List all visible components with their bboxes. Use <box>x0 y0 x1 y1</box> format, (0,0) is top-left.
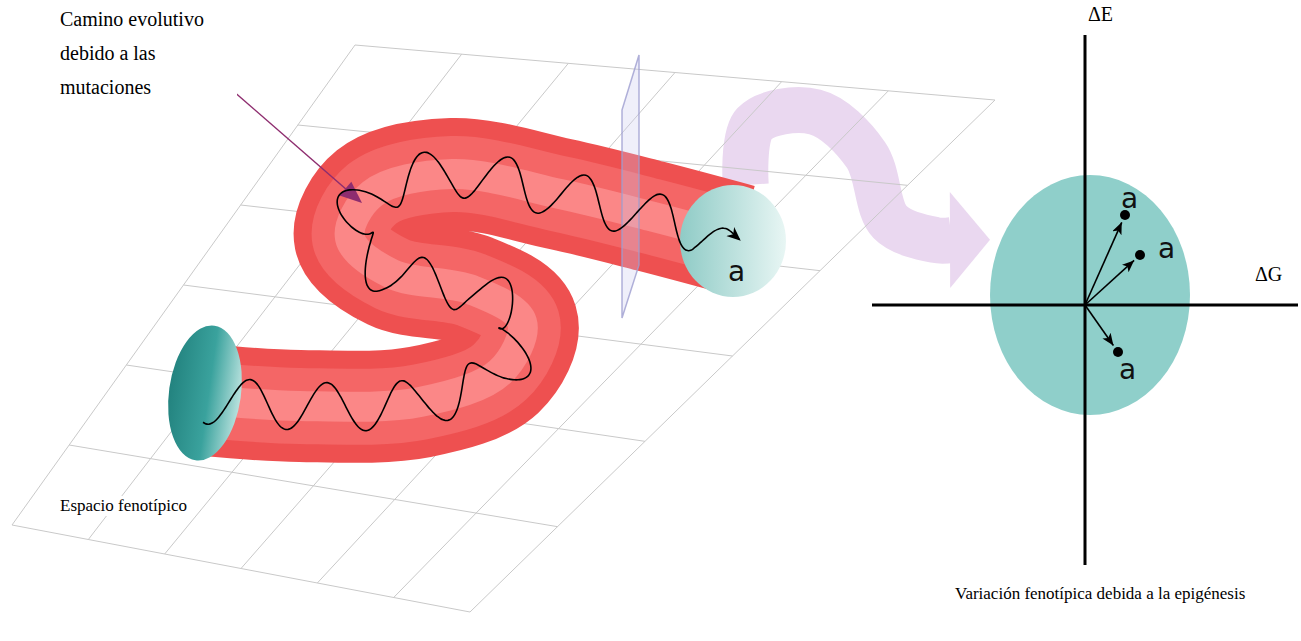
arrow-head <box>950 192 990 288</box>
node-text: a <box>1158 235 1175 263</box>
text-label: ΔE <box>1086 2 1115 26</box>
text-label: Camino evolutivo debido a las mutaciones <box>58 2 237 104</box>
axis-line <box>1084 35 1087 565</box>
evolution-path <box>203 152 739 431</box>
node-text: a <box>1119 356 1136 384</box>
variation-ellipse <box>990 175 1190 415</box>
section-plane <box>622 55 639 318</box>
variation-vector <box>1085 305 1113 345</box>
tube-end-ellipse <box>680 185 786 297</box>
phenotype-ellipse: aaa <box>990 175 1190 415</box>
tube-body <box>205 174 740 407</box>
evolution-tube <box>205 174 740 407</box>
text-label: Variación fenotípica debida a la epigéne… <box>953 581 1257 606</box>
phenotype-grid <box>12 45 995 612</box>
tube-start <box>160 321 250 466</box>
node-text: a <box>728 258 745 286</box>
variation-vector <box>1085 260 1134 305</box>
variation-vector <box>1085 222 1122 305</box>
text-label: Espacio fenotípico <box>58 496 189 516</box>
text-label: ΔG <box>1253 262 1284 286</box>
tube-highlight <box>205 174 740 407</box>
node-shape <box>990 175 1190 415</box>
leader-line <box>232 90 347 190</box>
node-text: a <box>1121 185 1138 213</box>
phenotype-dot <box>1135 250 1145 260</box>
grid-line <box>355 45 995 100</box>
tube-section: a <box>680 185 786 297</box>
tube-shade <box>205 174 740 407</box>
